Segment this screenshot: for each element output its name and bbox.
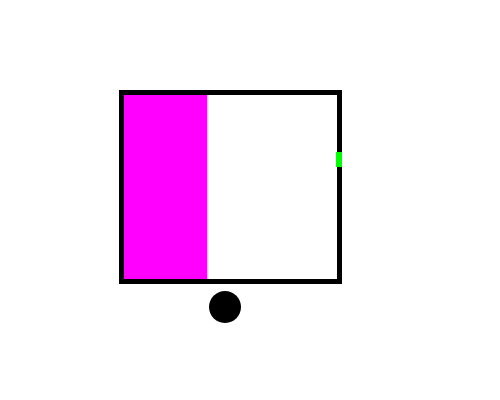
magenta-fill	[124, 95, 208, 279]
black-ball[interactable]	[209, 291, 241, 323]
container-box	[119, 90, 342, 284]
green-marker	[336, 152, 342, 167]
